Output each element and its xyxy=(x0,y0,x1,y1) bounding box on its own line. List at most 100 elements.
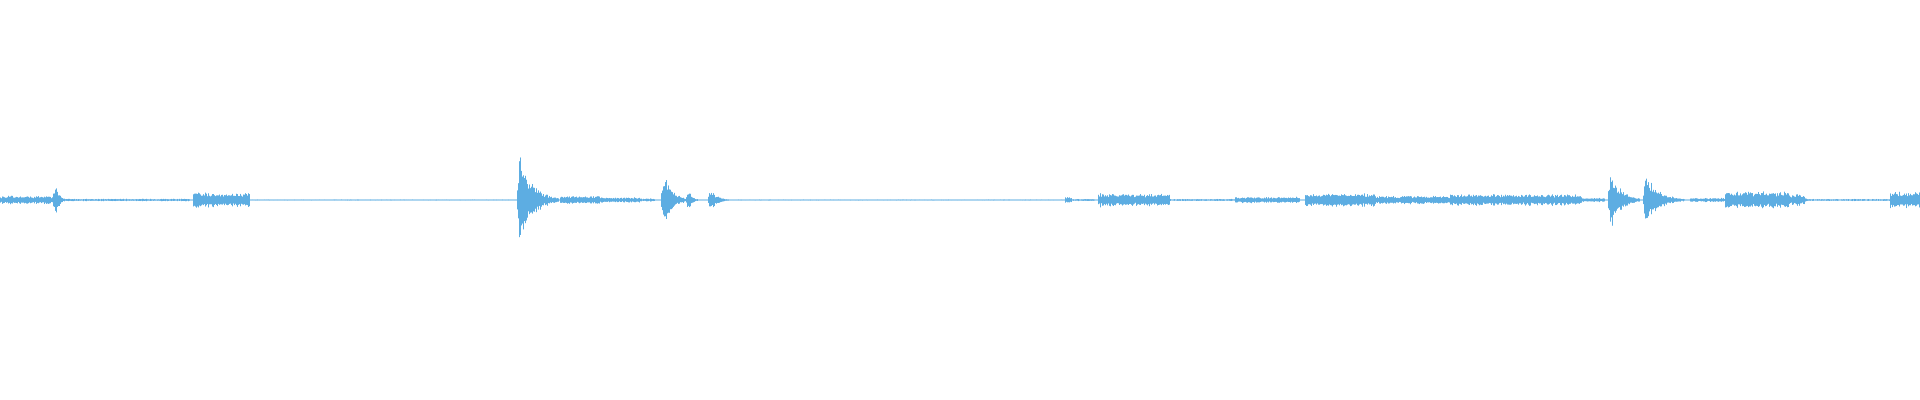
waveform-sample xyxy=(1646,178,1647,219)
waveform-sample xyxy=(958,199,959,201)
waveform-sample xyxy=(1811,199,1812,201)
waveform-sample xyxy=(205,192,206,207)
waveform-sample xyxy=(1719,198,1720,202)
waveform-sample xyxy=(1220,199,1221,201)
waveform-sample xyxy=(84,199,85,201)
waveform-sample xyxy=(305,199,306,201)
waveform-sample xyxy=(1530,195,1531,206)
waveform-sample xyxy=(953,199,954,201)
waveform-sample xyxy=(1501,194,1502,206)
waveform-sample xyxy=(360,199,361,201)
waveform-sample xyxy=(1878,199,1879,201)
waveform-sample xyxy=(1267,198,1268,202)
waveform-sample xyxy=(803,199,804,201)
waveform-sample xyxy=(1750,192,1751,207)
waveform-sample xyxy=(1064,199,1065,201)
waveform-sample xyxy=(1365,196,1366,204)
waveform-sample xyxy=(1191,199,1192,201)
waveform-sample xyxy=(397,199,398,201)
waveform-sample xyxy=(1052,199,1053,201)
waveform-sample xyxy=(1730,194,1731,207)
waveform-sample xyxy=(631,197,632,203)
waveform-sample xyxy=(1193,199,1194,201)
waveform-sample xyxy=(112,199,113,202)
waveform-sample xyxy=(605,198,606,202)
waveform-sample xyxy=(109,199,110,201)
waveform-sample xyxy=(1473,194,1474,206)
waveform-sample xyxy=(1277,197,1278,203)
waveform-sample xyxy=(1098,194,1099,205)
waveform-sample xyxy=(33,198,34,203)
waveform-sample xyxy=(325,199,326,201)
waveform-sample xyxy=(519,161,520,238)
waveform-sample xyxy=(989,199,990,201)
waveform-sample xyxy=(889,199,890,201)
waveform-sample xyxy=(986,199,987,201)
waveform-sample xyxy=(1786,194,1787,207)
waveform-sample xyxy=(1867,199,1868,201)
waveform-sample xyxy=(150,198,151,201)
waveform-sample xyxy=(1367,194,1368,205)
waveform-sample xyxy=(1705,198,1706,203)
waveform-sample xyxy=(1558,197,1559,204)
waveform-sample xyxy=(304,199,305,201)
waveform-sample xyxy=(125,199,126,201)
waveform-sample xyxy=(107,199,108,201)
waveform-sample xyxy=(239,196,240,205)
waveform-sample xyxy=(779,199,780,201)
waveform-sample xyxy=(950,199,951,201)
waveform-sample xyxy=(203,194,204,206)
waveform-sample xyxy=(752,199,753,201)
waveform-sample xyxy=(1070,198,1071,202)
waveform-sample xyxy=(1466,196,1467,204)
waveform-sample xyxy=(272,199,273,201)
waveform-sample xyxy=(1525,195,1526,206)
waveform-sample xyxy=(175,199,176,201)
waveform-sample xyxy=(1799,194,1800,206)
waveform-sample xyxy=(1858,199,1859,201)
waveform-sample xyxy=(870,199,871,201)
waveform-sample xyxy=(987,199,988,201)
waveform-sample xyxy=(222,194,223,205)
waveform-sample xyxy=(1262,198,1263,202)
waveform-sample xyxy=(757,199,758,201)
waveform-sample xyxy=(806,199,807,201)
waveform-sample xyxy=(616,198,617,202)
waveform-sample xyxy=(314,199,315,201)
waveform-sample xyxy=(545,195,546,206)
waveform-sample xyxy=(1156,196,1157,204)
waveform-sample xyxy=(741,199,742,201)
waveform-sample xyxy=(440,199,441,201)
waveform-sample xyxy=(1192,199,1193,201)
waveform-sample xyxy=(1703,198,1704,202)
waveform-sample xyxy=(191,199,192,201)
waveform-sample xyxy=(1027,199,1028,201)
waveform-sample xyxy=(1261,198,1262,202)
waveform-sample xyxy=(1336,194,1337,207)
waveform-sample xyxy=(45,197,46,203)
waveform-sample xyxy=(476,199,477,201)
waveform-sample xyxy=(1617,192,1618,209)
waveform-sample xyxy=(1850,199,1851,201)
waveform-sample xyxy=(680,197,681,203)
waveform-sample xyxy=(664,186,665,217)
waveform-sample xyxy=(1102,194,1103,206)
waveform-sample xyxy=(1306,195,1307,207)
waveform-sample xyxy=(294,199,295,201)
waveform-sample xyxy=(920,199,921,201)
waveform-sample xyxy=(290,199,291,201)
waveform-sample xyxy=(571,196,572,203)
waveform-sample xyxy=(1626,194,1627,206)
waveform-sample xyxy=(1808,199,1809,201)
waveform-sample xyxy=(355,199,356,201)
waveform-sample xyxy=(818,199,819,201)
waveform-sample xyxy=(1615,185,1616,213)
waveform-sample xyxy=(1533,196,1534,204)
waveform-sample xyxy=(481,199,482,201)
waveform-sample xyxy=(266,199,267,201)
waveform-sample xyxy=(1840,199,1841,201)
waveform-sample xyxy=(1438,197,1439,204)
waveform-sample xyxy=(1430,197,1431,203)
